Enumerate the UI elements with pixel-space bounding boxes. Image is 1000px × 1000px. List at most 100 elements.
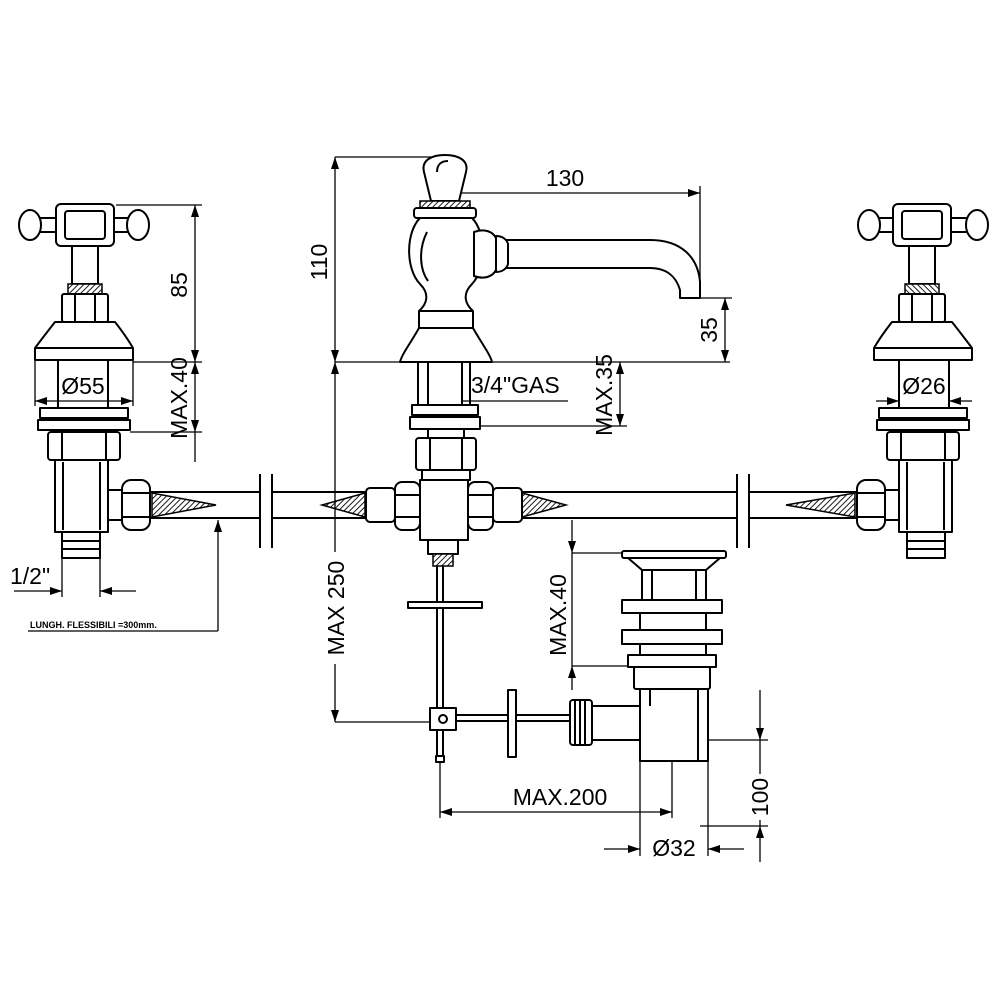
dimension-hose-length: LUNGH. FLESSIBILI =300mm. [28,520,222,632]
left-valve [18,203,151,559]
right-shank-diameter-label: Ø26 [902,373,945,399]
waste-deck-thickness-label: MAX.40 [545,574,571,656]
hose-length-note: LUNGH. FLESSIBILI =300mm. [30,620,157,630]
body-highlight [420,231,429,282]
tee-neck [421,469,471,481]
spout-reach-label: 130 [546,165,584,191]
waste-body-mid [639,643,707,656]
lift-rod-linkage [407,566,641,763]
dimension-85: 85 [116,204,202,362]
rod-clamp-screw [438,714,448,724]
waste-washer [621,599,723,614]
valve-thread [67,283,103,295]
waste-cap-cone [627,557,721,571]
spout-washer [409,416,481,430]
hose-ferrule-hatch [521,492,569,518]
handle-knob [18,209,42,241]
waste-body-mid [639,612,707,631]
valve-bonnet-nut [898,293,946,323]
waste-length-label: 100 [747,778,773,816]
spout-lock-nut [415,437,477,471]
spout-shank [427,428,465,439]
spout-washer [411,404,479,416]
valve-outlet-thread-label: 1/2" [10,563,50,589]
spout-cap [413,207,477,219]
right-cross-handle [857,203,989,247]
spout-mounting-assembly [365,362,523,567]
spout-collar [473,229,497,279]
dimension-right-diameter: Ø26 [876,373,972,405]
pivot-tube [591,705,641,741]
dimension-waste-max40: MAX.40 [545,520,628,690]
handle-hub-inner [64,210,106,240]
dimension-outlet-thread: 1/2" [10,558,136,597]
valve-washer [878,407,968,419]
valve-washer [876,419,970,431]
dimension-left-diameter: Ø55 [34,360,134,406]
dimension-spout-max35: MAX.35 [480,354,627,436]
valve-lock-nut [886,431,960,461]
waste-tailpiece [639,688,709,762]
elbow-nut [856,479,886,531]
dimension-waste-diameter: Ø32 [604,761,744,861]
tee-right-connector [492,487,523,523]
hose-ferrule-hatch [319,492,366,518]
waste-diameter-label: Ø32 [652,835,695,861]
lift-rod-end [435,755,445,763]
rod-guide-thread [432,553,454,567]
lift-rod-crossbar [407,601,483,609]
left-deck-thickness-label: MAX.40 [166,357,192,439]
dimension-35: 35 [696,297,732,362]
left-flange-diameter-label: Ø55 [61,373,104,399]
spout-deck-thickness-label: MAX.35 [591,354,617,436]
valve-outlet-thread [906,531,946,559]
pop-up-waste [621,550,727,762]
dimension-max200: MAX.200 [439,762,673,818]
tee-left-nut [394,481,421,531]
dimension-max250: MAX 250 [323,362,431,723]
valve-outlet-thread [61,531,101,559]
valve-washer [39,407,129,419]
tee-body [419,479,469,541]
handle-knob [126,209,150,241]
valve-thread [904,283,940,295]
dimension-left-max40: MAX.40 [130,357,202,462]
tee-right-nut [467,481,494,531]
dimension-100: 100 [700,690,773,862]
handle-highlight [436,160,449,173]
elbow-stub [884,489,900,521]
valve-stem [71,245,99,285]
rod-guide [427,539,459,555]
valve-lock-nut [47,431,121,461]
hose-ferrule-hatch [151,492,217,518]
rod-distance-label: MAX.200 [513,784,608,810]
spout-handle-ring [419,200,471,209]
handle-knob [857,209,881,241]
hose-ferrule-hatch [785,492,856,518]
left-cross-handle [18,203,150,247]
valve-stem [908,245,936,285]
left-flexible-hose [150,474,366,548]
valve-bonnet-nut [61,293,109,323]
spout-arm [503,239,701,299]
spout-outlet-height-label: 35 [696,317,722,343]
waste-lock-nut [633,666,711,690]
dimension-130: 130 [462,165,701,298]
dimension-spout-thread: 3/4"GAS [462,372,568,402]
elbow-nut [121,479,151,531]
central-spout [399,154,701,363]
spout-lever-handle [422,154,468,202]
elbow-stub [107,489,123,521]
right-valve [856,203,989,559]
waste-washer [621,629,723,645]
handle-hub-inner [901,210,943,240]
waste-washer [627,654,717,668]
tee-left-connector [365,487,396,523]
valve-washer [37,419,131,431]
valve-flange [873,321,973,361]
pivot-rod-clip [507,689,517,758]
handle-knob [965,209,989,241]
handle-height-label: 85 [166,272,192,298]
spout-collar [495,235,509,273]
